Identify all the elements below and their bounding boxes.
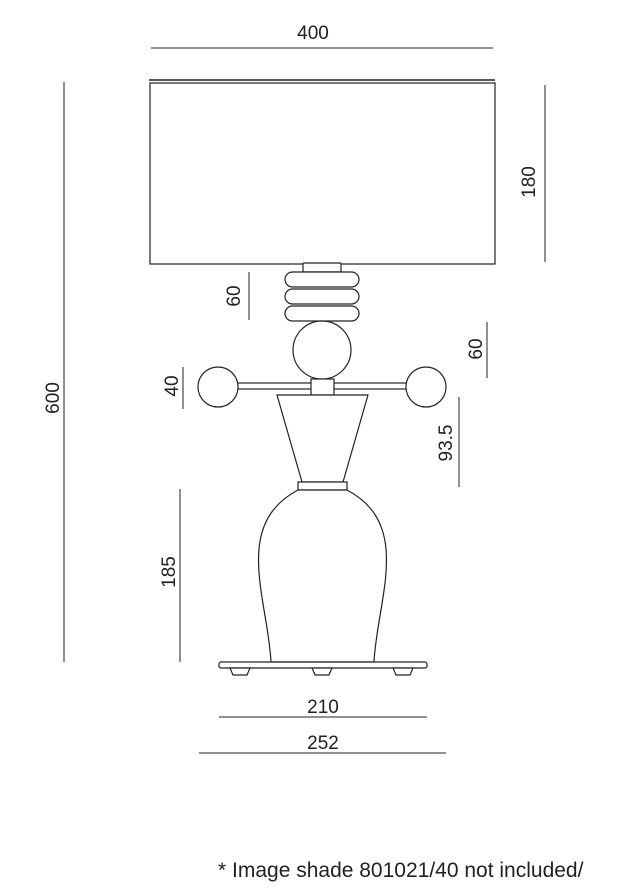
lamp-outline	[149, 79, 496, 676]
center-sphere	[292, 320, 352, 380]
foot-left	[229, 667, 251, 676]
label-base-width: 252	[307, 733, 339, 754]
footnote: * Image shade 801021/40 not included/	[218, 858, 636, 892]
ring-2	[284, 288, 360, 305]
cone	[276, 394, 369, 483]
label-sphere: 60	[466, 338, 487, 359]
label-shade-height: 180	[519, 166, 540, 198]
ring-1	[284, 271, 360, 288]
collar	[297, 481, 348, 491]
label-body: 185	[159, 556, 180, 588]
label-shade-width: 400	[297, 23, 329, 44]
label-cone: 93.5	[436, 425, 457, 462]
foot-center	[311, 667, 333, 676]
ring-3	[284, 305, 360, 322]
shade-holder	[302, 262, 342, 273]
label-side-sphere: 40	[162, 375, 183, 396]
lamp-shade	[149, 82, 496, 265]
left-sphere	[197, 366, 239, 408]
base-plate	[218, 661, 428, 669]
lamp-body	[257, 489, 388, 663]
dimension-lines	[63, 47, 546, 754]
foot-right	[392, 667, 414, 676]
label-body-width: 210	[307, 697, 339, 718]
label-total-height: 600	[43, 382, 64, 414]
label-upper-section: 60	[224, 285, 245, 306]
footnote-line-1: * Image shade 801021/40 not included/	[218, 859, 584, 882]
dimension-labels: 400 600 180 60 60 40 93.5 185 210 252	[43, 23, 540, 754]
right-sphere	[405, 366, 447, 408]
connector	[310, 378, 335, 396]
